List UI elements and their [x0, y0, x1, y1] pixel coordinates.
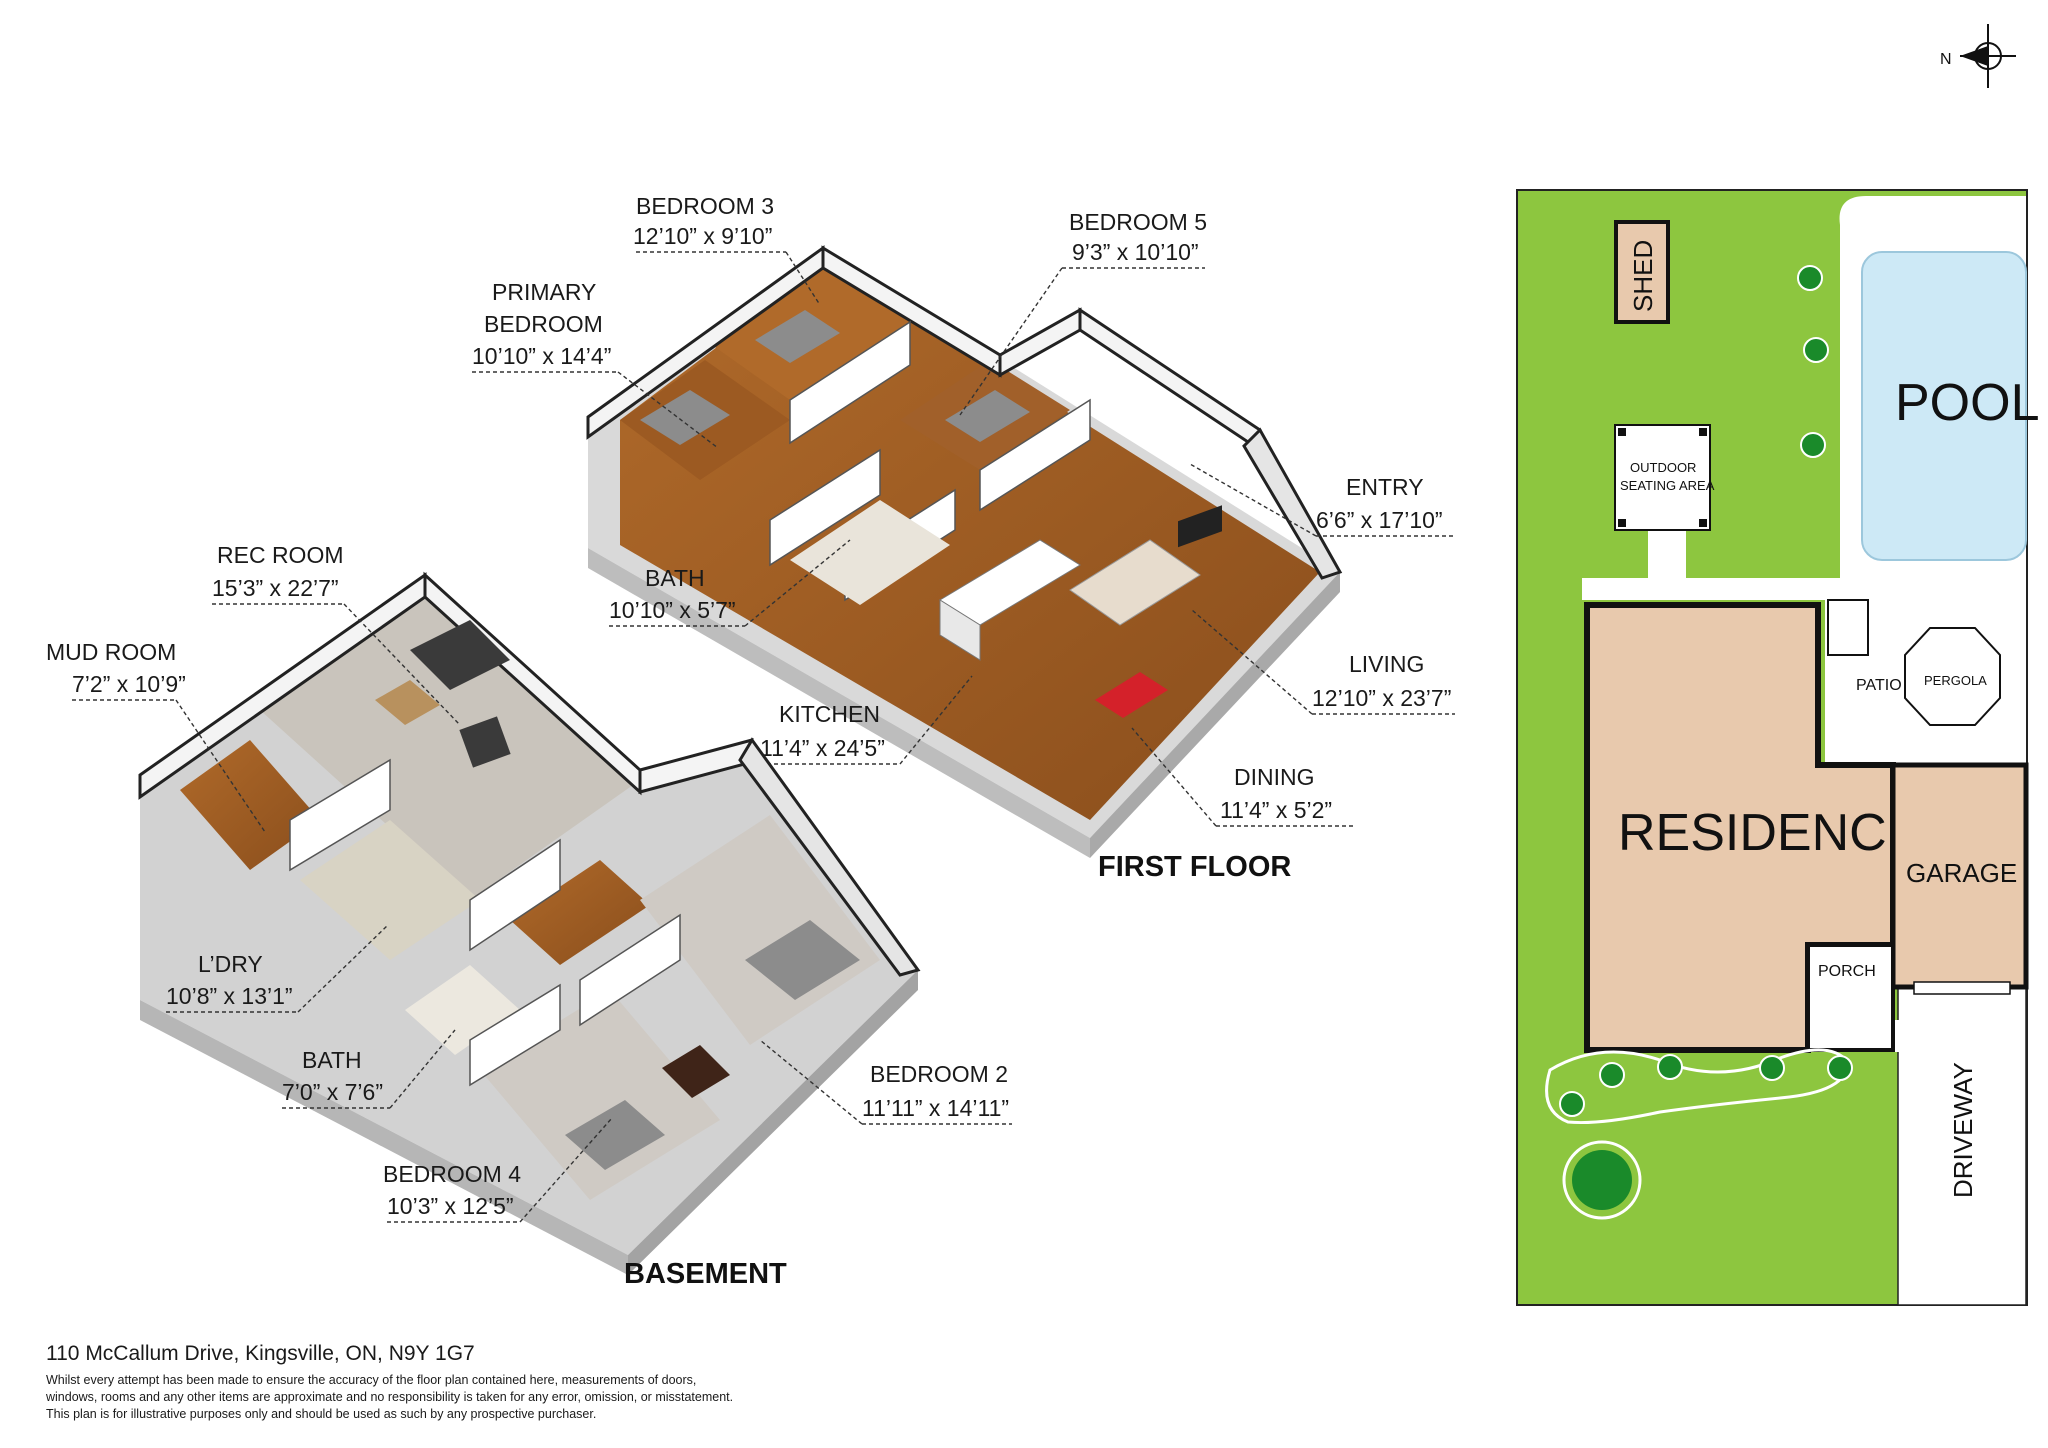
mud-room-floor — [180, 740, 320, 870]
dining-label: DINING — [1234, 764, 1315, 790]
basement-bath-size: 7’0” x 7’6” — [282, 1079, 383, 1105]
kitchen-label: KITCHEN — [779, 701, 880, 727]
basement-title: BASEMENT — [624, 1258, 787, 1290]
dining-size: 11’4” x 5’2” — [1220, 797, 1332, 823]
bedroom-3-label: BEDROOM 3 — [636, 193, 774, 219]
patio-label: PATIO — [1856, 677, 1902, 694]
first-floor-bath-floor — [790, 500, 950, 605]
shed-label: SHED — [1628, 240, 1658, 312]
bedroom-5-size: 9’3” x 10’10” — [1072, 239, 1199, 265]
basement-plan — [138, 571, 921, 1275]
rec-room-floor — [260, 595, 640, 900]
primary-bedroom-label-line1: PRIMARY — [492, 279, 596, 305]
rec-room-sofa — [410, 620, 510, 690]
basement-hall-floor — [510, 860, 650, 965]
rec-room-label: REC ROOM — [217, 542, 344, 568]
living-label: LIVING — [1349, 651, 1424, 677]
disclaimer-text: Whilst every attempt has been made to en… — [46, 1373, 734, 1421]
outdoor-seating-label-line1: OUTDOOR — [1630, 460, 1696, 475]
site-plan: POOL SHED OUTDOOR SEATING AREA PERGOLA P… — [1516, 189, 2040, 1306]
bedroom-4-bed — [565, 1100, 665, 1170]
laundry-floor — [300, 820, 480, 960]
bedroom-4-size: 10’3” x 12’5” — [387, 1193, 514, 1219]
bedroom-2-size: 11’11” x 14’11” — [862, 1095, 1009, 1121]
primary-bed — [640, 390, 730, 445]
pool-label: POOL — [1895, 374, 2040, 432]
bedroom-4-dresser — [662, 1045, 730, 1098]
living-sofa — [1069, 539, 1201, 626]
bedroom-4-label: BEDROOM 4 — [383, 1161, 521, 1187]
primary-bedroom-label-line2: BEDROOM — [484, 311, 603, 337]
first-floor-bath-label: BATH — [645, 565, 705, 591]
laundry-label: L’DRY — [198, 951, 263, 977]
shed — [1614, 220, 1670, 324]
bedroom-2-bed — [745, 920, 860, 1000]
bedroom-2-floor — [640, 815, 880, 1045]
living-tv — [1178, 505, 1222, 548]
first-floor-bath-size: 10’10” x 5’7” — [609, 597, 736, 623]
first-floor-plan — [586, 245, 1343, 858]
porch — [1806, 943, 1895, 1052]
residence-label: RESIDENCE — [1618, 804, 1921, 862]
compass-north-label: N — [1940, 51, 1952, 68]
bedroom-3-bed — [755, 310, 840, 363]
garage-label: GARAGE — [1906, 858, 2017, 888]
basement-bath-label: BATH — [302, 1047, 362, 1073]
bedroom-5-label: BEDROOM 5 — [1069, 209, 1207, 235]
compass-icon: N — [1940, 24, 2016, 88]
dining-table — [1095, 672, 1168, 718]
first-floor-labels: BEDROOM 3 12’10” x 9’10” BEDROOM 5 9’3” … — [472, 193, 1455, 827]
pool — [1861, 251, 2027, 561]
bedroom-3-size: 12’10” x 9’10” — [633, 223, 772, 249]
basement-labels: REC ROOM 15’3” x 22’7” MUD ROOM 7’2” x 1… — [46, 542, 1012, 1223]
laundry-size: 10’8” x 13’1” — [166, 983, 293, 1009]
rec-room-chair — [459, 716, 511, 768]
primary-bedroom-size: 10’10” x 14’4” — [472, 343, 611, 369]
bedroom-5-bed — [945, 390, 1030, 442]
tree-icon — [1562, 1140, 1642, 1220]
driveway-label: DRIVEWAY — [1948, 1062, 1978, 1198]
porch-label: PORCH — [1818, 963, 1876, 980]
bedroom-2-label: BEDROOM 2 — [870, 1061, 1008, 1087]
basement-bath-floor — [405, 965, 520, 1055]
garage — [1890, 762, 2029, 990]
footer: 110 McCallum Drive, Kingsville, ON, N9Y … — [46, 1342, 946, 1423]
first-floor-title: FIRST FLOOR — [1098, 851, 1291, 883]
entry-size: 6’6” x 17’10” — [1316, 507, 1443, 533]
mud-room-label: MUD ROOM — [46, 639, 176, 665]
pergola — [1904, 627, 2001, 726]
shrubs — [1559, 265, 1853, 1117]
outdoor-seating-label-line2: SEATING AREA — [1620, 478, 1715, 493]
rec-room-size: 15’3” x 22’7” — [212, 575, 339, 601]
outdoor-seating-area — [1614, 424, 1711, 531]
mud-room-size: 7’2” x 10’9” — [72, 671, 186, 697]
rec-room-table — [375, 680, 440, 725]
property-address: 110 McCallum Drive, Kingsville, ON, N9Y … — [46, 1342, 475, 1365]
living-size: 12’10” x 23’7” — [1312, 685, 1451, 711]
pergola-label: PERGOLA — [1924, 673, 1987, 688]
kitchen-size: 11’4” x 24’5” — [760, 735, 885, 761]
entry-label: ENTRY — [1346, 474, 1424, 500]
